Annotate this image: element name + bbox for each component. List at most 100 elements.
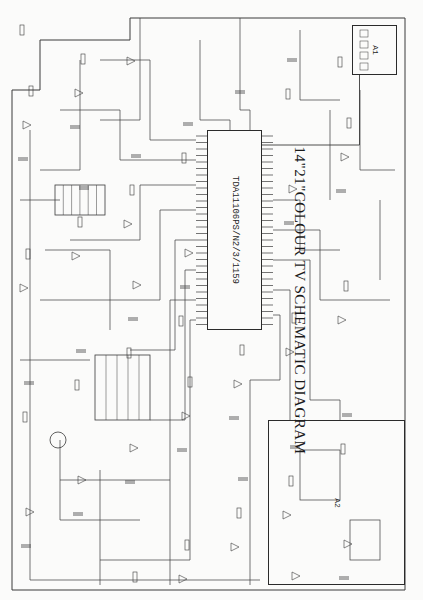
- board-region: A2: [268, 420, 405, 585]
- component-symbol: [234, 380, 242, 388]
- wire: [130, 240, 196, 350]
- ic-pin: [262, 214, 273, 215]
- ic-pin: [262, 233, 273, 234]
- drawing-stroke: [341, 444, 345, 454]
- drawing-stroke: [344, 281, 348, 291]
- ic-pin: [196, 233, 207, 234]
- drawing-stroke: [75, 380, 79, 390]
- ic-pin: [196, 194, 207, 195]
- drawing-stroke: [131, 155, 141, 156]
- drawing-stroke: [73, 513, 83, 514]
- module-divider: [96, 185, 97, 215]
- ic-pin: [262, 285, 273, 286]
- ic-pin: [262, 168, 273, 169]
- module-divider: [79, 185, 80, 215]
- component-symbol: [73, 513, 83, 515]
- drawing-stroke: [73, 515, 83, 516]
- ic-pin: [196, 175, 207, 176]
- drawing-stroke: [130, 185, 134, 195]
- drawing-stroke: [182, 412, 190, 420]
- ic-pin: [262, 253, 273, 254]
- component-symbol: [26, 508, 34, 516]
- wire: [380, 200, 381, 280]
- wire: [150, 270, 196, 420]
- drawing-stroke: [229, 419, 239, 420]
- component-symbol: [283, 511, 291, 519]
- module-divider: [63, 185, 64, 215]
- drawing-stroke: [133, 572, 137, 582]
- drawing-stroke: [185, 540, 189, 550]
- connector-pin: [360, 30, 368, 37]
- component-symbol: [231, 543, 239, 551]
- ic-pin: [262, 142, 273, 143]
- drawing-stroke: [238, 480, 248, 481]
- module-block: [55, 185, 105, 215]
- drawing-stroke: [21, 545, 31, 546]
- drawing-stroke: [20, 25, 24, 35]
- component-symbol: [238, 478, 248, 480]
- drawing-stroke: [72, 252, 80, 260]
- ic-pin: [262, 272, 273, 273]
- ic-pin: [196, 240, 207, 241]
- component-symbol: [130, 444, 138, 452]
- drawing-stroke: [235, 93, 245, 94]
- ic-pin: [196, 272, 207, 273]
- drawing-stroke: [127, 57, 135, 65]
- component-symbol: [179, 575, 187, 583]
- ic-pin: [262, 162, 273, 163]
- component-symbol: [336, 190, 346, 192]
- ic-pin: [196, 253, 207, 254]
- drawing-stroke: [183, 125, 193, 126]
- drawing-stroke: [229, 417, 239, 418]
- drawing-stroke: [23, 121, 31, 129]
- transformer-winding: [117, 355, 118, 420]
- ic-pin: [196, 227, 207, 228]
- transformer-winding: [139, 355, 140, 420]
- drawing-stroke: [231, 543, 239, 551]
- component-symbol: [72, 252, 80, 260]
- drawing-stroke: [18, 158, 28, 159]
- ic-pin: [262, 246, 273, 247]
- ic-pin: [262, 149, 273, 150]
- board-block: [300, 450, 340, 500]
- wire: [30, 130, 260, 580]
- drawing-stroke: [238, 478, 248, 479]
- ic-pin: [196, 246, 207, 247]
- component-symbol: [342, 414, 352, 416]
- wire: [20, 360, 90, 361]
- ic-pin: [196, 181, 207, 182]
- wire: [330, 110, 331, 200]
- drawing-stroke: [70, 126, 80, 127]
- drawing-stroke: [292, 572, 300, 580]
- drawing-stroke: [336, 190, 346, 191]
- drawing-stroke: [339, 577, 349, 578]
- ic-pin: [262, 220, 273, 221]
- ic-pin: [196, 188, 207, 189]
- component-symbol: [127, 348, 131, 358]
- wire: [20, 200, 60, 201]
- drawing-stroke: [286, 89, 290, 99]
- component-symbol: [81, 54, 85, 64]
- ic-pin: [262, 311, 273, 312]
- drawing-stroke: [287, 59, 297, 60]
- wire: [360, 90, 395, 170]
- board-label: A2: [332, 498, 341, 508]
- component-symbol: [18, 158, 28, 160]
- component-symbol: [75, 89, 83, 97]
- component-symbol: [177, 449, 187, 451]
- ic-pin: [262, 175, 273, 176]
- chip-label: TDA11106PS/N2/3/1159: [230, 176, 240, 284]
- drawing-stroke: [21, 547, 31, 548]
- connector-wire: [262, 75, 360, 145]
- wire: [273, 230, 390, 300]
- component-symbol: [79, 187, 89, 189]
- component-symbol: [24, 382, 34, 384]
- component-symbol: [180, 286, 190, 288]
- ic-pin: [262, 266, 273, 267]
- ic-pin: [262, 298, 273, 299]
- ic-pin: [262, 259, 273, 260]
- drawing-stroke: [24, 382, 34, 383]
- diagram-title: 14"21"COLOUR TV SCHEMATIC DIAGRAM: [292, 146, 309, 454]
- component-symbol: [26, 249, 30, 259]
- drawing-stroke: [287, 61, 297, 62]
